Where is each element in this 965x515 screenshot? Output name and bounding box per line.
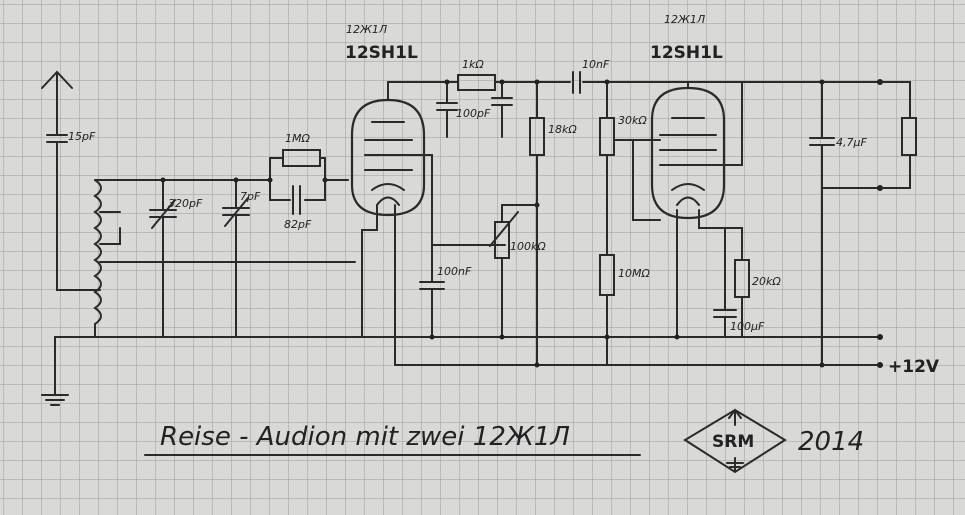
coil-inductor bbox=[93, 179, 356, 338]
antenna-icon bbox=[41, 70, 96, 291]
label-c-cathode2: 100µF bbox=[730, 320, 765, 333]
label-c-tune2: 7pF bbox=[240, 190, 261, 203]
label-r-grid2: 10MΩ bbox=[618, 267, 650, 280]
logo-text: SRM bbox=[712, 432, 754, 452]
label-r-screen2: 30kΩ bbox=[618, 114, 647, 127]
label-c-screen1: 100nF bbox=[437, 265, 472, 278]
capacitor-100uf bbox=[713, 309, 737, 338]
tube-2 bbox=[613, 81, 743, 338]
label-c-output: 4,7µF bbox=[836, 136, 867, 149]
potentiometer-100kohm bbox=[494, 221, 510, 259]
label-c-coupling: 10nF bbox=[582, 58, 610, 71]
resistor-30kohm bbox=[599, 117, 615, 156]
capacitors-100pf bbox=[436, 81, 513, 138]
tube1-cyrillic-label: 12Ж1Л bbox=[346, 23, 387, 36]
label-r-grid: 1MΩ bbox=[285, 132, 310, 145]
tube2-latin-label: 12SH1L bbox=[650, 43, 723, 63]
label-c-antenna: 15pF bbox=[68, 130, 96, 143]
junction-dots bbox=[160, 79, 825, 368]
variable-capacitor-320pf bbox=[149, 179, 177, 338]
resistor-1mohm bbox=[282, 149, 321, 167]
label-pot-regen: 100kΩ bbox=[510, 240, 546, 253]
label-c-filter: 100pF bbox=[456, 107, 491, 120]
label-r-cathode2: 20kΩ bbox=[752, 275, 781, 288]
label-r-plate1: 18kΩ bbox=[548, 123, 577, 136]
tube1-latin-label: 12SH1L bbox=[345, 43, 418, 63]
label-c-grid: 82pF bbox=[284, 218, 312, 231]
supply-label: +12V bbox=[888, 357, 940, 377]
label-c-tune1: 320pF bbox=[168, 197, 203, 210]
srm-logo: SRM bbox=[683, 408, 787, 474]
resistor-18kohm bbox=[529, 117, 545, 156]
capacitor-10nf bbox=[572, 71, 581, 94]
year-label: 2014 bbox=[798, 427, 864, 457]
variable-capacitor-7pf bbox=[222, 179, 250, 338]
resistor-10mohm bbox=[599, 254, 615, 296]
capacitor-82pf bbox=[292, 185, 301, 215]
resistor-20kohm bbox=[734, 259, 750, 298]
tube2-cyrillic-label: 12Ж1Л bbox=[664, 13, 705, 26]
speaker-icon bbox=[879, 81, 917, 189]
tube-1 bbox=[350, 81, 506, 366]
capacitor-100nf bbox=[419, 244, 445, 338]
resistor-1kohm bbox=[457, 74, 496, 91]
label-r-filter: 1kΩ bbox=[462, 58, 484, 71]
schematic-title: Reise - Audion mit zwei 12Ж1Л bbox=[160, 422, 570, 452]
ground-icon bbox=[41, 336, 69, 406]
